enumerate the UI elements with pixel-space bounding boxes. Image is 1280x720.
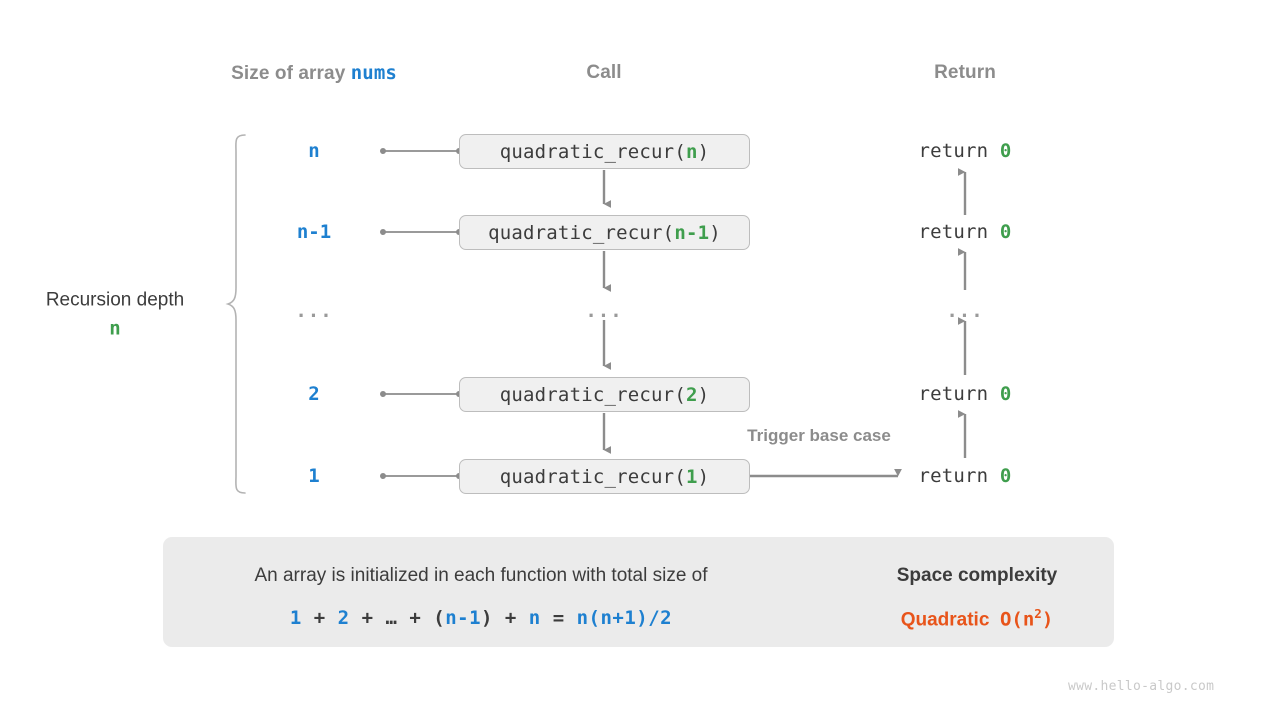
call-box-row-5[interactable]: quadratic_recur(1) — [459, 459, 750, 494]
summary-complexity-title: Space complexity — [896, 565, 1058, 586]
size-connector-dots — [380, 148, 462, 479]
complexity-big-o-exponent: 2 — [1034, 606, 1042, 622]
return-value-row-1-number: 0 — [999, 140, 1012, 162]
formula-token-6: ( — [433, 607, 446, 629]
call-box-row-1-prefix: quadratic_recur( — [499, 140, 686, 163]
return-value-row-ellipsis: ... — [946, 300, 984, 322]
summary-complexity-value: Quadratic O(n2) — [901, 606, 1054, 631]
complexity-big-o-close: ) — [1041, 608, 1054, 631]
call-box-row-2[interactable]: quadratic_recur(n-1) — [459, 215, 750, 250]
summary-formula: 1 + 2 + … + (n-1) + n = n(n+1)/2 — [290, 607, 672, 629]
size-value-row-1: n — [308, 140, 320, 162]
call-box-row-4-arg: 2 — [685, 383, 698, 406]
return-value-row-5-number: 0 — [999, 465, 1012, 487]
recursion-depth-title: Recursion depth — [45, 289, 185, 311]
formula-token-1: + — [301, 607, 338, 629]
complexity-big-o-base: O(n — [999, 608, 1035, 631]
call-box-row-5-prefix: quadratic_recur( — [499, 465, 686, 488]
return-value-row-4-number: 0 — [999, 383, 1012, 405]
recursion-depth-brace — [225, 134, 246, 494]
summary-panel — [163, 537, 1114, 647]
return-value-row-5-text: return — [918, 465, 1000, 487]
summary-description: An array is initialized in each function… — [254, 565, 708, 586]
return-value-row-5: return 0 — [918, 465, 1011, 487]
call-box-row-1[interactable]: quadratic_recur(n) — [459, 134, 750, 169]
complexity-big-o: O(n2) — [999, 606, 1054, 631]
size-connectors — [383, 150, 459, 477]
recursion-depth-label: Recursion depth n — [46, 286, 184, 345]
size-value-row-4: 2 — [308, 383, 320, 405]
call-box-row-4[interactable]: quadratic_recur(2) — [459, 377, 750, 412]
header-call: Call — [586, 62, 622, 83]
header-size-text: Size of array — [231, 63, 346, 84]
call-box-row-2-arg: n-1 — [674, 221, 710, 244]
recursion-depth-value: n — [109, 318, 121, 340]
formula-token-4: … — [385, 607, 398, 629]
return-value-row-2-number: 0 — [999, 221, 1012, 243]
return-value-row-1-text: return — [918, 140, 1000, 162]
formula-token-8: ) — [481, 607, 493, 629]
call-box-row-4-suffix: ) — [697, 383, 710, 406]
header-size-of-array: Size of array nums — [231, 62, 397, 85]
complexity-name: Quadratic — [900, 609, 990, 631]
formula-token-2: 2 — [337, 607, 350, 629]
formula-token-0: 1 — [289, 607, 302, 629]
formula-token-3: + — [349, 607, 386, 629]
call-box-row-2-suffix: ) — [709, 221, 721, 244]
formula-token-10: n — [528, 607, 541, 629]
return-value-row-2-text: return — [918, 221, 1000, 243]
header-nums-code: nums — [350, 62, 397, 84]
call-box-row-4-prefix: quadratic_recur( — [499, 383, 686, 406]
call-box-row-ellipsis: ... — [585, 300, 623, 322]
call-box-row-2-prefix: quadratic_recur( — [488, 221, 675, 244]
call-box-row-1-arg: n — [685, 140, 698, 163]
formula-token-11: = — [540, 607, 577, 629]
trigger-base-case-label: Trigger base case — [747, 426, 891, 445]
size-value-row-5: 1 — [308, 465, 320, 487]
call-box-row-1-suffix: ) — [697, 140, 710, 163]
return-value-row-2: return 0 — [918, 221, 1011, 243]
size-value-row-2: n-1 — [296, 221, 332, 243]
watermark: www.hello-algo.com — [1068, 679, 1215, 694]
call-box-row-5-arg: 1 — [685, 465, 698, 488]
header-return: Return — [934, 62, 996, 83]
call-box-row-5-suffix: ) — [697, 465, 710, 488]
formula-token-12: n(n+1)/2 — [576, 607, 673, 629]
formula-token-7: n-1 — [445, 607, 482, 629]
return-value-row-4: return 0 — [918, 383, 1011, 405]
return-value-row-1: return 0 — [918, 140, 1011, 162]
size-value-row-ellipsis: ... — [295, 300, 333, 322]
formula-token-5: + — [397, 607, 434, 629]
formula-token-9: + — [492, 607, 529, 629]
return-value-row-4-text: return — [918, 383, 1000, 405]
